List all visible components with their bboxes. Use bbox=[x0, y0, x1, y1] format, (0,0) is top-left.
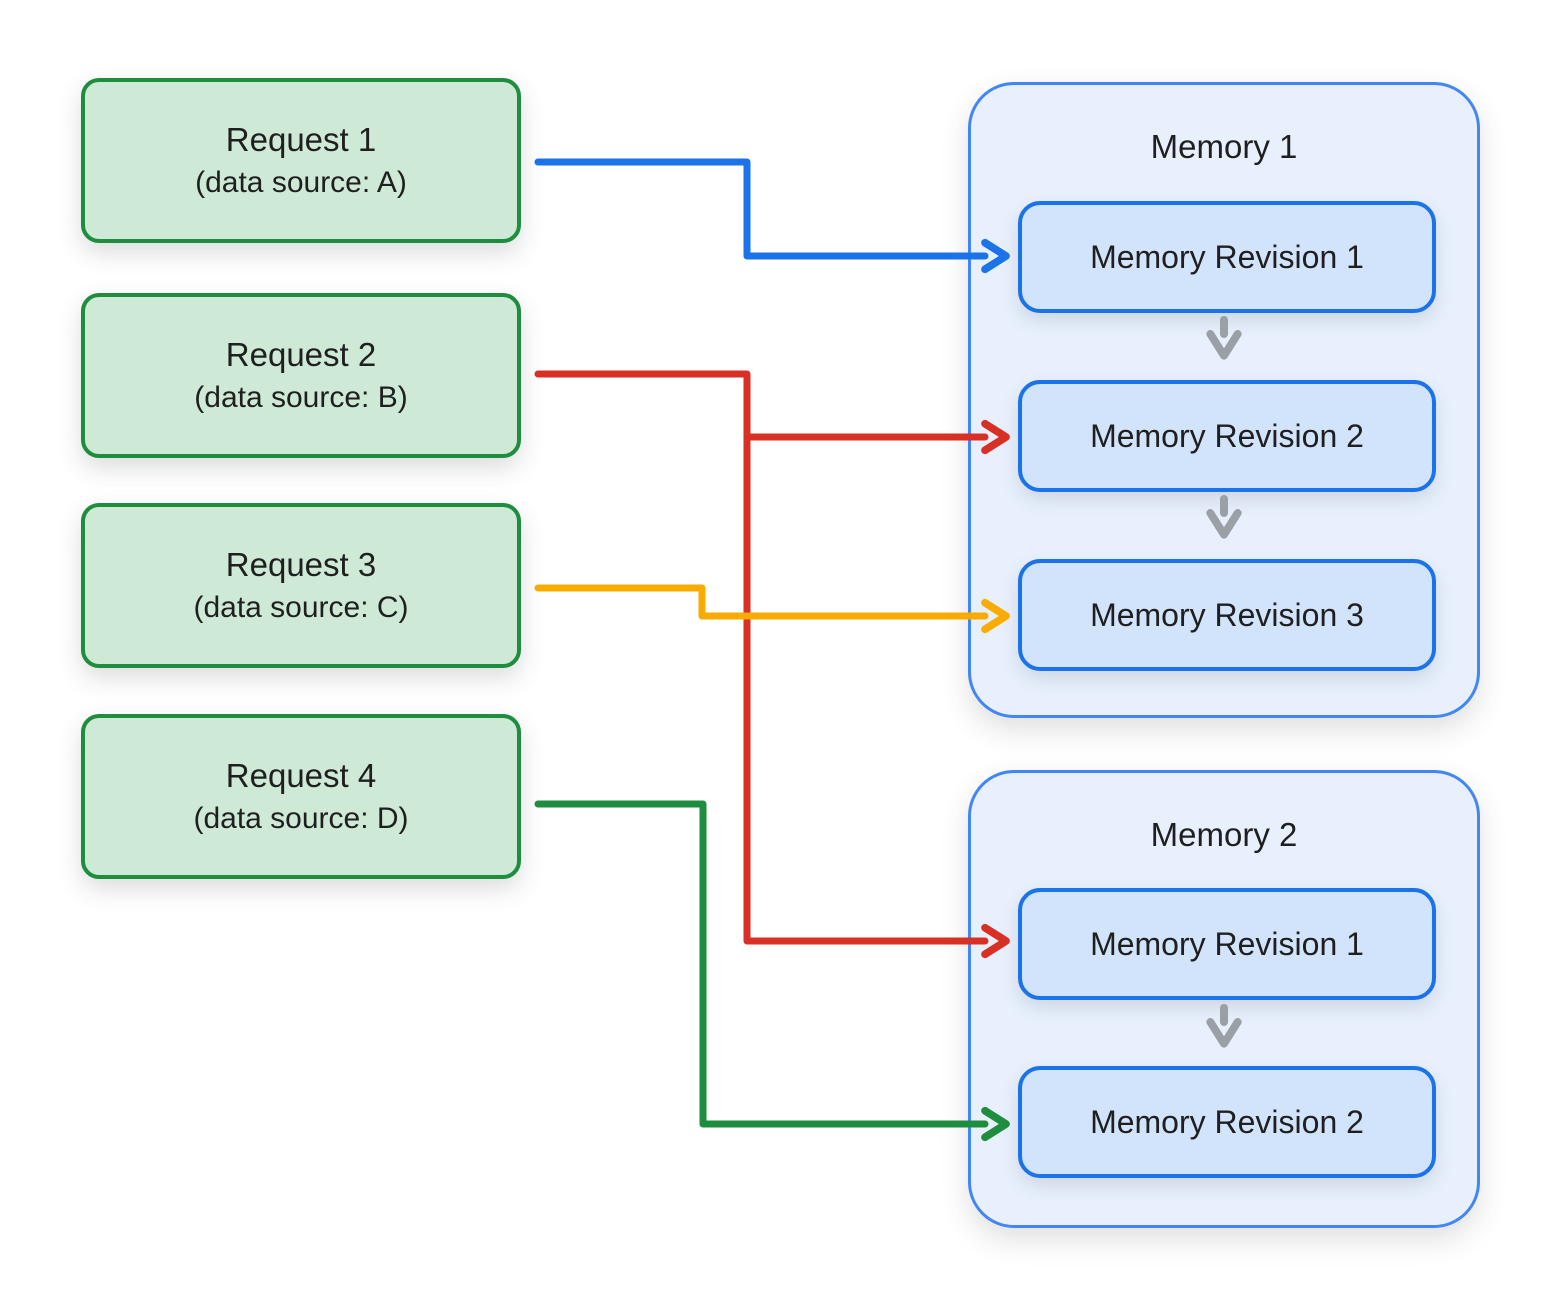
revision-label: Memory Revision 2 bbox=[1090, 417, 1364, 454]
flow-arrow-request2-to-mem2rev1 bbox=[534, 370, 1010, 959]
flow-arrow-request1-to-mem1rev1 bbox=[534, 158, 1010, 274]
revision-label: Memory Revision 1 bbox=[1090, 238, 1364, 275]
memory-2-revision-2-node: Memory Revision 2 bbox=[1018, 1066, 1436, 1178]
request-2-node: Request 2 (data source: B) bbox=[81, 293, 521, 458]
request-subtitle: (data source: C) bbox=[193, 591, 409, 624]
revision-label: Memory Revision 3 bbox=[1090, 596, 1364, 633]
memory-title: Memory 2 bbox=[1150, 816, 1298, 853]
request-title: Request 1 bbox=[225, 121, 377, 158]
memory-1-revision-3-node: Memory Revision 3 bbox=[1018, 559, 1436, 671]
request-subtitle: (data source: D) bbox=[193, 802, 409, 835]
request-subtitle: (data source: B) bbox=[194, 381, 408, 414]
flow-arrow-request3-to-mem1rev3 bbox=[534, 584, 1010, 634]
memory-1-revision-1-node: Memory Revision 1 bbox=[1018, 201, 1436, 313]
revision-label: Memory Revision 2 bbox=[1090, 1103, 1364, 1140]
memory-2-group: Memory 2 Memory Revision 1 Memory Revisi… bbox=[968, 770, 1480, 1228]
request-4-node: Request 4 (data source: D) bbox=[81, 714, 521, 879]
memory-1-revision-2-node: Memory Revision 2 bbox=[1018, 380, 1436, 492]
request-subtitle: (data source: A) bbox=[195, 166, 407, 199]
request-1-node: Request 1 (data source: A) bbox=[81, 78, 521, 243]
memory-title: Memory 1 bbox=[1150, 128, 1298, 165]
revision-label: Memory Revision 1 bbox=[1090, 925, 1364, 962]
memory-2-revision-1-node: Memory Revision 1 bbox=[1018, 888, 1436, 1000]
memory-1-group: Memory 1 Memory Revision 1 Memory Revisi… bbox=[968, 82, 1480, 718]
request-title: Request 4 bbox=[225, 757, 377, 794]
request-title: Request 3 bbox=[225, 546, 377, 583]
flow-arrow-request4-to-mem2rev2 bbox=[534, 800, 1010, 1142]
request-title: Request 2 bbox=[225, 336, 377, 373]
request-3-node: Request 3 (data source: C) bbox=[81, 503, 521, 668]
